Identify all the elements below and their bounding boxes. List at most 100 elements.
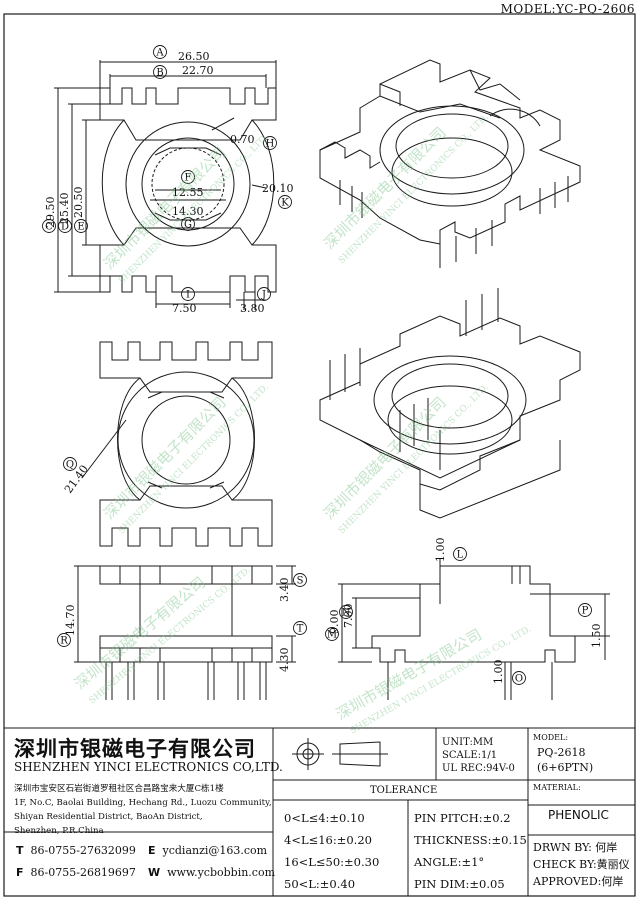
tolerance-row: 50<L:±0.40 <box>284 877 356 891</box>
drawing-border <box>3 13 636 897</box>
callout-letter: G <box>184 220 192 231</box>
dimension-value: 20.10 <box>262 182 294 195</box>
dimension-value: 14.70 <box>64 605 77 637</box>
tolerance-misc-list: PIN PITCH:±0.2 THICKNESS:±0.15 ANGLE:±1°… <box>414 807 527 895</box>
spec-block: UNIT:MM SCALE:1/1 UL REC:94V-0 <box>442 736 515 775</box>
callout-letter: Q <box>66 460 74 471</box>
company-name-en: SHENZHEN YINCI ELECTRONICS CO,LTD. <box>14 760 283 774</box>
callout-letter: C <box>45 222 53 233</box>
callout-circle <box>293 573 307 587</box>
callout-letter: D <box>61 222 69 233</box>
callout-letter: A <box>155 48 164 59</box>
company-name-cn: 深圳市银磁电子有限公司 <box>14 736 256 761</box>
dimension-value: 14.30 <box>172 205 204 218</box>
dimension-value: 0.70 <box>230 133 255 146</box>
callout-letter: K <box>281 198 289 209</box>
callout-letter: I <box>186 290 190 301</box>
callout-circle <box>181 287 195 301</box>
callout-letter: S <box>297 576 304 587</box>
dimension-value: 12.55 <box>172 186 204 199</box>
callout-letter: B <box>156 68 163 79</box>
callout-circle <box>153 65 167 79</box>
callout-circle <box>153 45 167 59</box>
callout-circle <box>263 136 277 150</box>
callout-circle <box>181 217 195 231</box>
iso-view-bottom <box>319 288 581 519</box>
dimension-value: 1.50 <box>590 624 603 649</box>
inner-circle <box>141 137 235 231</box>
callout-circle <box>293 621 307 635</box>
front-view <box>74 565 296 700</box>
callout-letter: H <box>266 139 275 150</box>
callout-circle <box>278 195 292 209</box>
model-value: PQ-2618 <box>537 746 586 759</box>
address-line: Shiyan Residential District, BaoAn Distr… <box>14 812 203 822</box>
watermark-en: SHENZHEN YINCI ELECTRONICS CO., LTD. <box>117 132 271 286</box>
callout-letter: P <box>582 606 589 617</box>
callout-circle <box>453 547 467 561</box>
callout-letter: N <box>342 608 351 619</box>
top-view <box>54 60 277 310</box>
model-label: MODEL: <box>533 733 569 742</box>
flange-outline <box>101 119 275 246</box>
callout-letter: M <box>327 630 337 641</box>
contact-fax: F 86-0755-26819697 <box>16 866 136 879</box>
iso-view-top <box>319 59 581 268</box>
address-line: 深圳市宝安区石岩街道罗租社区合昌路宝来大厦C栋1楼 <box>14 784 224 794</box>
tolerance-row: 16<L≤50:±0.30 <box>284 855 380 869</box>
tolerance-length-list: 0<L≤4:±0.10 4<L≤16:±0.20 16<L≤50:±0.30 5… <box>284 807 379 895</box>
model-pins: (6+6PTN) <box>537 761 594 774</box>
callout-letter: J <box>261 290 266 301</box>
callout-circle <box>325 627 339 641</box>
dimension-value: 3.80 <box>240 302 265 315</box>
watermark-cn: 深圳市银磁电子有限公司 <box>100 143 229 272</box>
tolerance-row: THICKNESS:±0.15 <box>414 833 527 847</box>
tolerance-title: TOLERANCE <box>370 785 438 796</box>
dimension-value: 29.50 <box>44 197 57 229</box>
title-block-frame <box>4 727 635 896</box>
callout-letter: T <box>297 624 304 635</box>
callout-letter: R <box>60 636 68 647</box>
dimension-value: 1.00 <box>492 660 505 685</box>
callout-circle <box>578 603 592 617</box>
callout-letter: O <box>515 674 523 685</box>
address-line: Shenzhen, P.R.China <box>14 826 104 836</box>
tolerance-row: 4<L≤16:±0.20 <box>284 833 372 847</box>
callout-circle <box>57 633 71 647</box>
approval-block: DRWN BY: 何岸 CHECK BY:黄丽仪 APPROVED:何岸 <box>533 839 630 890</box>
company-address: 深圳市宝安区石岩街道罗租社区合昌路宝来大厦C栋1楼 1F, No.C, Baol… <box>14 782 272 838</box>
watermark-cn: 深圳市银磁电子有限公司 <box>320 393 449 522</box>
top-comb-outline <box>99 87 277 141</box>
callout-circle <box>512 671 526 685</box>
callout-letter: E <box>77 222 84 233</box>
approval-drawn: DRWN BY: 何岸 <box>533 841 618 854</box>
callout-circle <box>339 605 353 619</box>
callout-letter: L <box>457 550 464 561</box>
callout-circle <box>58 219 72 233</box>
material-label: MATERIAL: <box>533 783 581 792</box>
tolerance-row: ANGLE:±1° <box>414 855 485 869</box>
contact-phone: T 86-0755-27632099 <box>16 844 136 857</box>
ul-text: UL REC:94V-0 <box>442 763 515 774</box>
scale-text: SCALE:1/1 <box>442 750 498 761</box>
contact-email: E ycdianzi@163.com <box>148 844 268 857</box>
dimension-value: 7.50 <box>172 302 197 315</box>
dimension-value: 4.30 <box>278 648 291 673</box>
callout-circle <box>257 287 271 301</box>
dimension-value: 7.00 <box>342 604 355 629</box>
approval-check: CHECK BY:黄丽仪 <box>533 858 630 871</box>
dimension-value: 9.00 <box>328 610 341 635</box>
approval-approved: APPROVED:何岸 <box>533 875 624 888</box>
callout-circle <box>42 219 56 233</box>
callout-letter: F <box>185 173 192 184</box>
callout-circle <box>74 219 88 233</box>
callout-circle <box>181 170 195 184</box>
dimension-value: 3.40 <box>278 578 291 603</box>
tolerance-row: PIN DIM:±0.05 <box>414 877 505 891</box>
body-circle <box>125 121 251 247</box>
bottom-view <box>81 341 273 547</box>
